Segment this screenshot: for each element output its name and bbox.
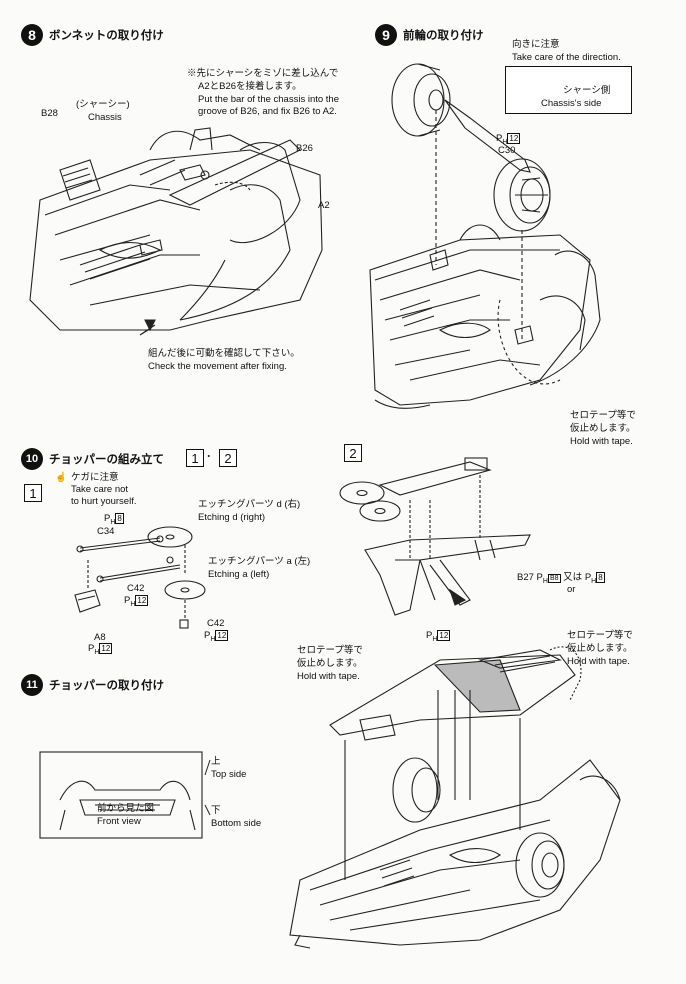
step10-chopper-drawing <box>339 457 531 616</box>
step10-sub-dot: ・ <box>204 452 214 463</box>
ph-number-box: 12 <box>135 595 149 606</box>
step8-note-en-2: groove of B26, and fix B26 to A2. <box>198 106 337 117</box>
step8-note-jp-2: A2とB26を接着します。 <box>198 81 302 92</box>
ph-number-box: 8 <box>115 513 124 524</box>
a2-label: A2 <box>318 200 330 211</box>
ph-sub: H <box>210 635 216 643</box>
ph-sub: H <box>432 635 438 643</box>
ph-prefix: P <box>584 572 592 583</box>
step9-direction-jp: 向きに注意 <box>512 39 560 50</box>
a8-label: A8 <box>94 632 106 643</box>
step11-title: チョッパーの取り付け <box>49 678 164 692</box>
etching-d-jp: エッチングパーツ d (右) <box>198 499 301 510</box>
b28-jp-label: (シャーシー) <box>76 99 130 110</box>
step8-note-jp-1: ※先にシャーシをミゾに差し込んで <box>187 68 339 79</box>
ph-prefix: P <box>124 595 131 606</box>
ph-sub: H <box>502 138 508 146</box>
chassis-side-callout <box>505 66 632 114</box>
etching-a-jp: エッチングパーツ a (左) <box>208 556 311 567</box>
ph-prefix: P <box>88 643 95 654</box>
ph-number-box: 12 <box>215 630 229 641</box>
step10-etching-drawing <box>74 526 206 629</box>
step9-tape-jp-1: セロテープ等で <box>570 410 636 421</box>
step11-chopper-fitting-drawing <box>289 646 621 949</box>
step10-number: 10 <box>21 448 43 470</box>
step11-number: 11 <box>21 674 43 696</box>
ph-sub: H <box>130 600 136 608</box>
etching-a-en: Etching a (left) <box>208 569 270 580</box>
ph-sub: H <box>591 577 597 585</box>
front-view-en: Front view <box>97 816 141 827</box>
caution-icon: ☝ <box>55 472 67 483</box>
step10-sub-box-2: 2 <box>219 449 237 467</box>
sub-step-1-box: 1 <box>24 484 42 502</box>
b28-part-label: B28 <box>41 108 58 119</box>
caution-en-1: Take care not <box>71 484 129 495</box>
or-en: or <box>567 584 576 595</box>
step9-tape-en: Hold with tape. <box>570 436 633 447</box>
ph-sub: H <box>542 577 548 585</box>
step8-title: ボンネットの取り付け <box>49 28 164 42</box>
ph-sub: H <box>110 518 116 526</box>
step9-title: 前輪の取り付け <box>403 28 484 42</box>
bottom-side-jp: 下 <box>211 805 221 816</box>
step11-tape2-en: Hold with tape. <box>567 656 630 667</box>
ph-prefix: P <box>536 572 543 583</box>
ph-prefix: P <box>104 513 111 524</box>
sub-step-2-box: 2 <box>344 444 362 462</box>
step8-note-en-1: Put the bar of the chassis into the <box>198 94 340 105</box>
step9-direction-en: Take care of the direction. <box>512 52 621 63</box>
ph-prefix: P <box>496 133 503 144</box>
ph-number-box: 8 <box>596 572 605 583</box>
caution-en-2: to hurt yourself. <box>71 496 137 507</box>
b27-label: B27 <box>517 572 534 583</box>
c30-label: C30 <box>498 145 516 156</box>
step11-tape2-jp-1: セロテープ等で <box>567 630 633 641</box>
or-jp: 又は <box>563 572 583 583</box>
step11-tape-jp-2: 仮止めします。 <box>297 658 363 669</box>
step8-check-jp: 組んだ後に可動を確認して下さい。 <box>148 348 300 359</box>
c34-label: C34 <box>97 526 115 537</box>
top-side-jp: 上 <box>211 756 221 767</box>
ph-number-box: 12 <box>507 133 521 144</box>
ph-prefix: P <box>426 630 433 641</box>
ph-number-box: 12 <box>99 643 113 654</box>
step9-number: 9 <box>375 24 397 46</box>
front-view-jp: 前から見た図 <box>97 803 155 814</box>
b28-en-label: Chassis <box>88 112 122 123</box>
step8-number: 8 <box>21 24 43 46</box>
step8-check-en: Check the movement after fixing. <box>148 361 287 372</box>
step9-wheel-drawing <box>369 63 601 409</box>
c42a-label: C42 <box>127 583 145 594</box>
caution-jp: ケガに注意 <box>71 472 119 483</box>
step9-tape-jp-2: 仮止めします。 <box>570 423 636 434</box>
b26-label: B26 <box>296 143 313 154</box>
bottom-side-en: Bottom side <box>211 818 262 829</box>
ph-number-box: B8 <box>547 574 561 583</box>
etching-d-en: Etching d (right) <box>198 512 266 523</box>
step10-title: チョッパーの組み立て <box>49 452 164 466</box>
top-side-en: Top side <box>211 769 247 780</box>
step11-tape-jp-1: セロテープ等で <box>297 645 363 656</box>
ph-number-box: 12 <box>437 630 451 641</box>
ph-sub: H <box>94 648 100 656</box>
step10-sub-box-1: 1 <box>186 449 204 467</box>
front-view-drawing <box>39 751 211 839</box>
step11-tape2-jp-2: 仮止めします。 <box>567 643 633 654</box>
step11-tape-en: Hold with tape. <box>297 671 360 682</box>
chassis-side-en: Chassis's side <box>541 98 602 109</box>
chassis-side-jp: シャーシ側 <box>563 85 611 96</box>
step8-chassis-drawing <box>29 127 323 336</box>
ph-prefix: P <box>204 630 211 641</box>
c42b-label: C42 <box>207 618 225 629</box>
